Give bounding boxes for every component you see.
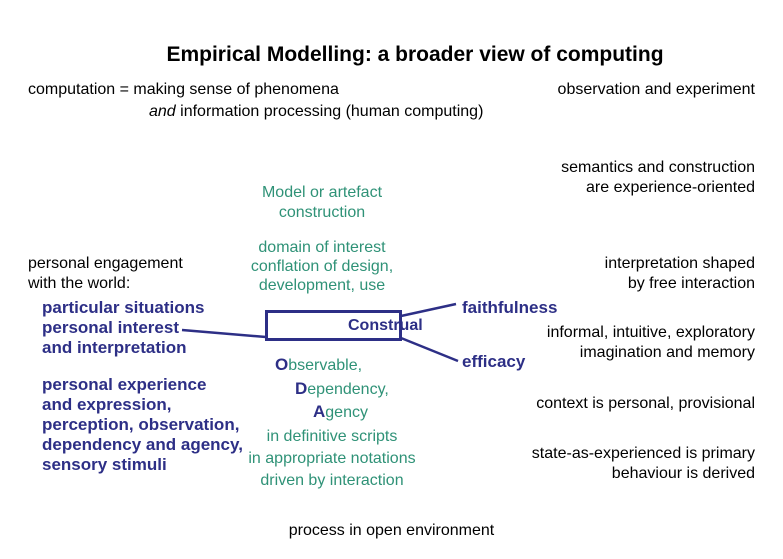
personal-experience-line4: dependency and agency, <box>42 435 243 454</box>
state-note-line2: behaviour is derived <box>611 465 755 482</box>
state-note-line1: state-as-experienced is primary <box>531 445 755 462</box>
construal-label: Construal <box>348 317 423 334</box>
model-artefact-line2: construction <box>278 204 366 221</box>
observable-label: Observable, <box>275 355 362 376</box>
informal-note-line1: informal, intuitive, exploratory <box>546 324 755 341</box>
slide-title: Empirical Modelling: a broader view of c… <box>166 43 664 66</box>
informal-note: informal, intuitive, exploratory imagina… <box>547 323 755 363</box>
semantics-note: semantics and construction are experienc… <box>561 158 755 198</box>
agency-label: Agency <box>313 402 368 423</box>
scripts-note-line2: in appropriate notations <box>248 450 416 467</box>
dependency-initial: D <box>295 379 308 398</box>
dependency-label: Dependency, <box>295 379 389 400</box>
domain-note-line1: domain of interest <box>258 239 386 256</box>
domain-note: domain of interest conflation of design,… <box>222 238 422 295</box>
observable-initial: O <box>275 355 289 374</box>
particular-situations-list: particular situations personal interest … <box>42 298 204 358</box>
scripts-note-line3: driven by interaction <box>260 472 404 489</box>
personal-experience-list: personal experience and expression, perc… <box>42 375 243 475</box>
particular-situations-line1: particular situations <box>42 298 205 317</box>
scripts-note-line1: in definitive scripts <box>266 428 398 445</box>
personal-experience-line1: personal experience <box>42 375 207 394</box>
personal-engagement-line2: with the world: <box>28 275 131 292</box>
information-processing-text: information processing (human computing) <box>175 103 484 120</box>
process-footer: process in open environment <box>288 522 495 539</box>
faithfulness-label: faithfulness <box>462 298 558 317</box>
construal-box <box>265 310 402 341</box>
connector-construal-to-faithfulness <box>400 302 457 318</box>
agency-rest: gency <box>325 404 368 421</box>
scripts-note: in definitive scripts in appropriate not… <box>232 426 432 492</box>
efficacy-label: efficacy <box>462 352 526 371</box>
particular-situations-line2: personal interest <box>42 318 179 337</box>
interpretation-note-line1: interpretation shaped <box>604 255 755 272</box>
model-artefact-note: Model or artefact construction <box>222 183 422 223</box>
personal-experience-line3: perception, observation, <box>42 415 240 434</box>
personal-engagement-line1: personal engagement <box>28 255 183 272</box>
observation-experiment-label: observation and experiment <box>557 81 755 98</box>
observable-rest: bservable, <box>288 357 363 374</box>
and-italic: and <box>149 103 176 120</box>
domain-note-line2: conflation of design, <box>250 258 394 275</box>
interpretation-note: interpretation shaped by free interactio… <box>605 254 755 294</box>
agency-initial: A <box>313 402 326 421</box>
domain-note-line3: development, use <box>258 277 386 294</box>
personal-experience-line5: sensory stimuli <box>42 455 167 474</box>
dependency-rest: ependency, <box>307 381 389 398</box>
informal-note-line2: imagination and memory <box>579 344 755 361</box>
personal-experience-line2: and expression, <box>42 395 172 414</box>
semantics-note-line1: semantics and construction <box>561 159 755 176</box>
model-artefact-line1: Model or artefact <box>261 184 383 201</box>
computation-definition-line2: and information processing (human comput… <box>149 102 483 122</box>
state-note: state-as-experienced is primary behaviou… <box>532 444 755 484</box>
semantics-note-line2: are experience-oriented <box>586 179 755 196</box>
personal-engagement-note: personal engagement with the world: <box>28 254 183 294</box>
context-note: context is personal, provisional <box>536 395 755 412</box>
connector-construal-to-efficacy <box>400 336 459 363</box>
computation-definition-line1: computation = making sense of phenomena <box>28 81 339 98</box>
interpretation-note-line2: by free interaction <box>627 275 755 292</box>
particular-situations-line3: and interpretation <box>42 338 187 357</box>
